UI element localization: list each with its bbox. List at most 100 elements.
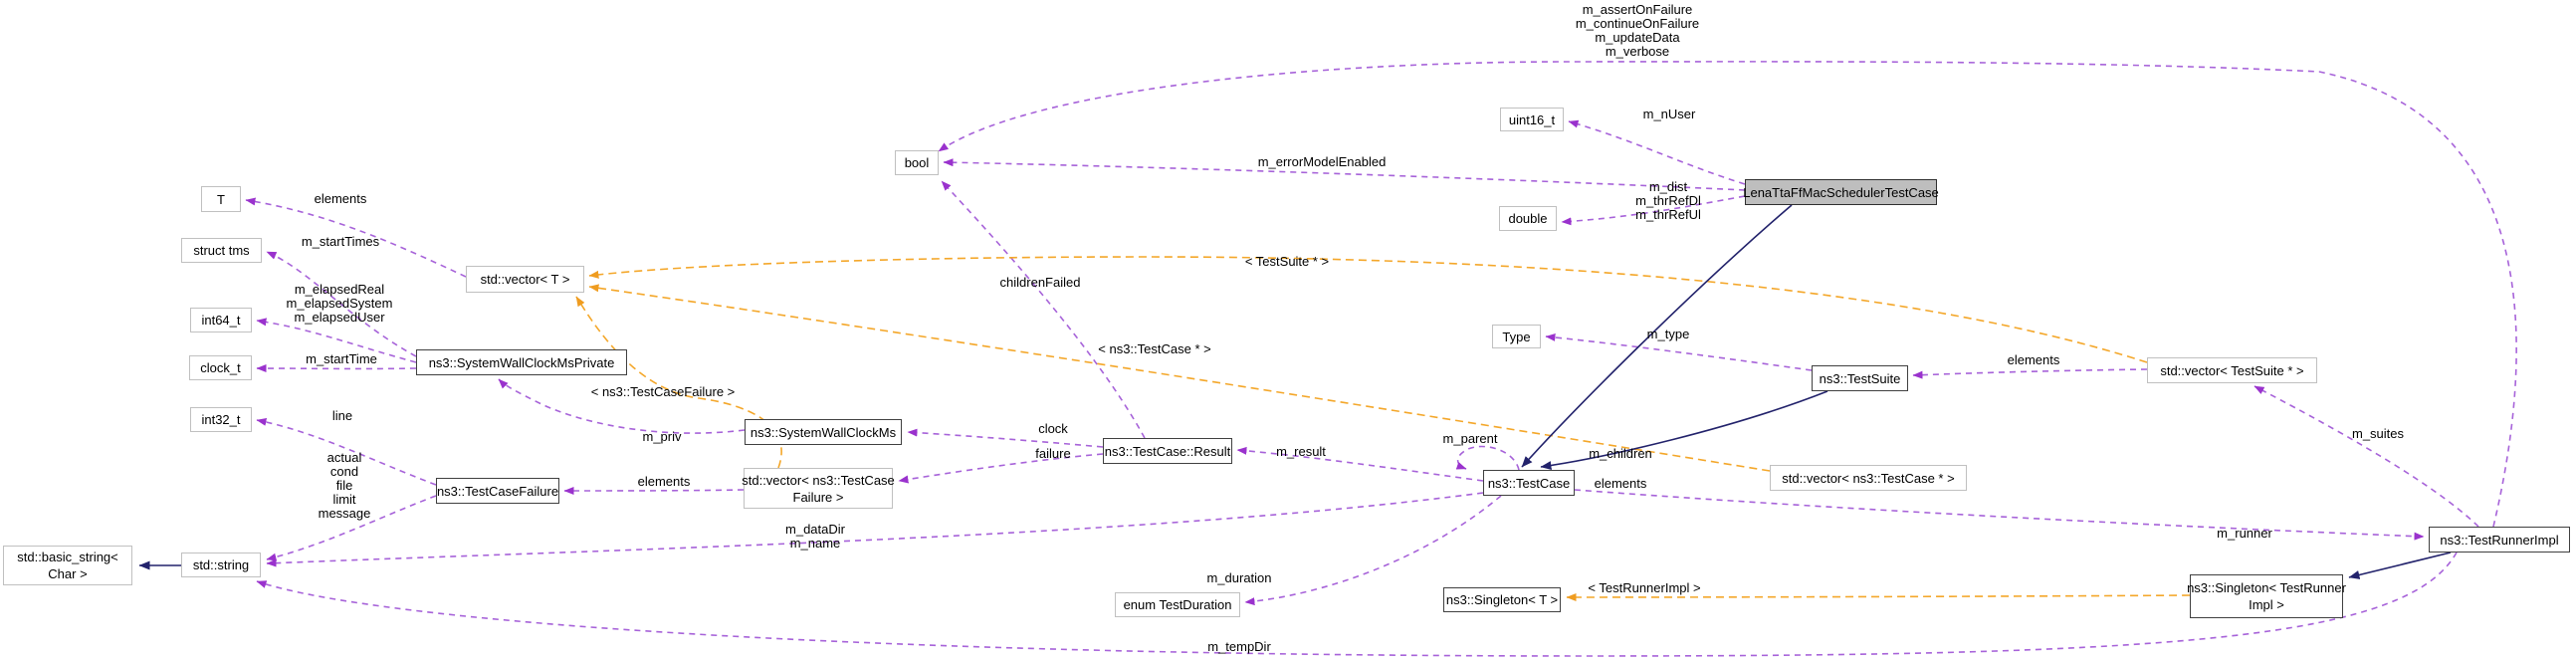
node-label: bool bbox=[904, 155, 930, 170]
edge-label-line: m_tempDir bbox=[1207, 639, 1271, 654]
edge-label-line: m_elapsedSystem bbox=[286, 296, 393, 311]
edge-label-line: m_parent bbox=[1442, 431, 1498, 446]
edge-label-m-errormodelenabled: m_errorModelEnabled bbox=[1258, 155, 1387, 169]
edge-vector-tcf-template bbox=[575, 296, 782, 469]
node-system-wall-clock-ms[interactable]: ns3::SystemWallClockMs bbox=[745, 419, 902, 445]
node-std-basic-string: std::basic_string<Char > bbox=[3, 546, 132, 585]
edge-label-m-nuser: m_nUser bbox=[1643, 108, 1696, 121]
node-label: LenaTtaFfMacSchedulerTestCase bbox=[1743, 184, 1939, 200]
node-test-runner-impl[interactable]: ns3::TestRunnerImpl bbox=[2429, 527, 2570, 553]
node-label: ns3::SystemWallClockMs bbox=[750, 424, 897, 440]
node-std-vector-test-suite-ptr: std::vector< TestSuite * > bbox=[2147, 357, 2317, 383]
edge-label-line: childrenFailed bbox=[999, 275, 1081, 290]
node-label: ns3::Singleton< T > bbox=[1445, 592, 1559, 607]
node-label: uint16_t bbox=[1508, 111, 1556, 127]
edge-label--ns3-testcasefailure-: < ns3::TestCaseFailure > bbox=[591, 385, 736, 399]
edge-label-elements: elements bbox=[315, 192, 367, 206]
edge-result-to-bool-childrenfailed bbox=[941, 180, 1146, 439]
node-label: std::vector< TestSuite * > bbox=[2160, 362, 2304, 378]
edge-vector-testcaseptr-template bbox=[588, 284, 1771, 472]
node-singleton-t[interactable]: ns3::Singleton< T > bbox=[1443, 587, 1561, 612]
node-label: enum TestDuration bbox=[1123, 597, 1232, 612]
edge-testcase-to-testrunner-mrunner bbox=[1574, 489, 2425, 541]
node-label: Char > bbox=[48, 566, 88, 581]
edge-label-line: m_duration bbox=[1206, 570, 1272, 585]
node-label: int64_t bbox=[201, 313, 241, 328]
edge-label--testrunnerimpl-: < TestRunnerImpl > bbox=[1588, 581, 1700, 595]
edge-label-line: m_children bbox=[1589, 446, 1652, 461]
node-t: T bbox=[201, 186, 241, 212]
edge-label-line: file bbox=[335, 478, 353, 493]
edge-label-line: m_assertOnFailure bbox=[1582, 2, 1693, 17]
edge-label-line: limit bbox=[332, 492, 356, 507]
node-label: Type bbox=[1502, 329, 1531, 344]
edge-label-line: line bbox=[331, 408, 353, 423]
edge-lena-to-bool-errormodel bbox=[943, 158, 1746, 191]
node-label: ns3::TestRunnerImpl bbox=[2440, 532, 2559, 548]
edge-label-line: m_dist bbox=[1648, 179, 1688, 194]
edge-label-line: < ns3::TestCase * > bbox=[1098, 341, 1211, 356]
node-lena-tta-ff-mac-scheduler-test-case: LenaTtaFfMacSchedulerTestCase bbox=[1743, 179, 1939, 205]
edge-label-line: m_startTimes bbox=[301, 234, 380, 249]
edge-testsuite-to-type-mtype bbox=[1545, 332, 1813, 371]
edge-testrunner-to-string-tempdir bbox=[256, 552, 2458, 657]
node-label: clock_t bbox=[200, 360, 241, 375]
node-std-vector-test-case-ptr: std::vector< ns3::TestCase * > bbox=[1770, 465, 1967, 491]
edge-label-m-type: m_type bbox=[1647, 328, 1690, 341]
edge-label-m-result: m_result bbox=[1276, 445, 1326, 459]
edge-label--testsuite-: < TestSuite * > bbox=[1245, 255, 1329, 269]
edge-lena-to-uint16-nuser bbox=[1568, 119, 1746, 185]
node-test-case-failure[interactable]: ns3::TestCaseFailure bbox=[436, 478, 559, 504]
edge-label-line: elements bbox=[314, 191, 367, 206]
node-test-case[interactable]: ns3::TestCase bbox=[1483, 470, 1575, 496]
edge-vector-testsuiteptr-template bbox=[588, 256, 2148, 363]
edge-label-line: actual bbox=[326, 450, 362, 465]
edge-lena-inherits-testcase bbox=[1521, 204, 1793, 468]
edge-label-line: m_name bbox=[789, 536, 841, 551]
node-system-wall-clock-ms-private[interactable]: ns3::SystemWallClockMsPrivate bbox=[416, 349, 627, 375]
edge-vector-t-to-t-elements bbox=[245, 197, 467, 278]
node-double: double bbox=[1499, 206, 1557, 231]
node-label: std::vector< ns3::TestCase bbox=[742, 472, 895, 488]
edge-label-line: m_elapsedReal bbox=[294, 282, 385, 297]
node-bool: bool bbox=[895, 150, 939, 175]
edge-wallclockprivate-to-int64-elapsed bbox=[256, 318, 417, 363]
edge-label-line: m_thrRefDl bbox=[1635, 193, 1701, 208]
edge-label-line: m_continueOnFailure bbox=[1575, 16, 1700, 31]
edge-label-line: < TestRunnerImpl > bbox=[1588, 580, 1701, 595]
edge-label-childrenfailed: childrenFailed bbox=[1000, 276, 1081, 290]
node-type: Type bbox=[1492, 325, 1541, 348]
edge-testrunner-inherits-singleton bbox=[2348, 552, 2452, 579]
edge-label-line: cond bbox=[329, 464, 359, 479]
node-label: std::vector< T > bbox=[480, 272, 570, 287]
node-test-suite[interactable]: ns3::TestSuite bbox=[1812, 365, 1908, 391]
node-label: int32_t bbox=[201, 412, 241, 427]
edge-label-elements: elements bbox=[638, 475, 691, 489]
edge-label-elements: elements bbox=[2008, 353, 2060, 367]
edge-label--ns3-testcase-: < ns3::TestCase * > bbox=[1098, 342, 1210, 356]
edge-wallclockprivate-to-tms-starttimes bbox=[266, 251, 417, 357]
node-label: T bbox=[217, 191, 225, 207]
node-label: ns3::TestSuite bbox=[1819, 370, 1901, 386]
node-test-case-result[interactable]: ns3::TestCase::Result bbox=[1103, 438, 1232, 464]
edge-label-clock: clock bbox=[1038, 422, 1068, 436]
edge-result-to-vector-tcf-failure bbox=[898, 453, 1104, 484]
edge-label-line: elements bbox=[2007, 352, 2060, 367]
edge-label-m-runner: m_runner bbox=[2217, 527, 2272, 541]
edge-testrunner-to-vector-ts-msuites bbox=[2254, 385, 2479, 528]
node-label: ns3::SystemWallClockMsPrivate bbox=[428, 354, 615, 370]
edge-label-line: m_suites bbox=[2351, 426, 2405, 441]
edge-label-failure: failure bbox=[1035, 447, 1070, 461]
node-label: ns3::TestCase::Result bbox=[1104, 443, 1231, 459]
node-uint16-t: uint16_t bbox=[1500, 108, 1564, 131]
edge-label-line: m_updateData bbox=[1595, 30, 1680, 45]
edge-label-line: < ns3::TestCaseFailure > bbox=[590, 384, 736, 399]
edge-label-line: < TestSuite * > bbox=[1244, 254, 1330, 269]
edge-lena-to-double-thresholds bbox=[1561, 195, 1746, 226]
edge-label-m-children: m_children bbox=[1589, 447, 1652, 461]
